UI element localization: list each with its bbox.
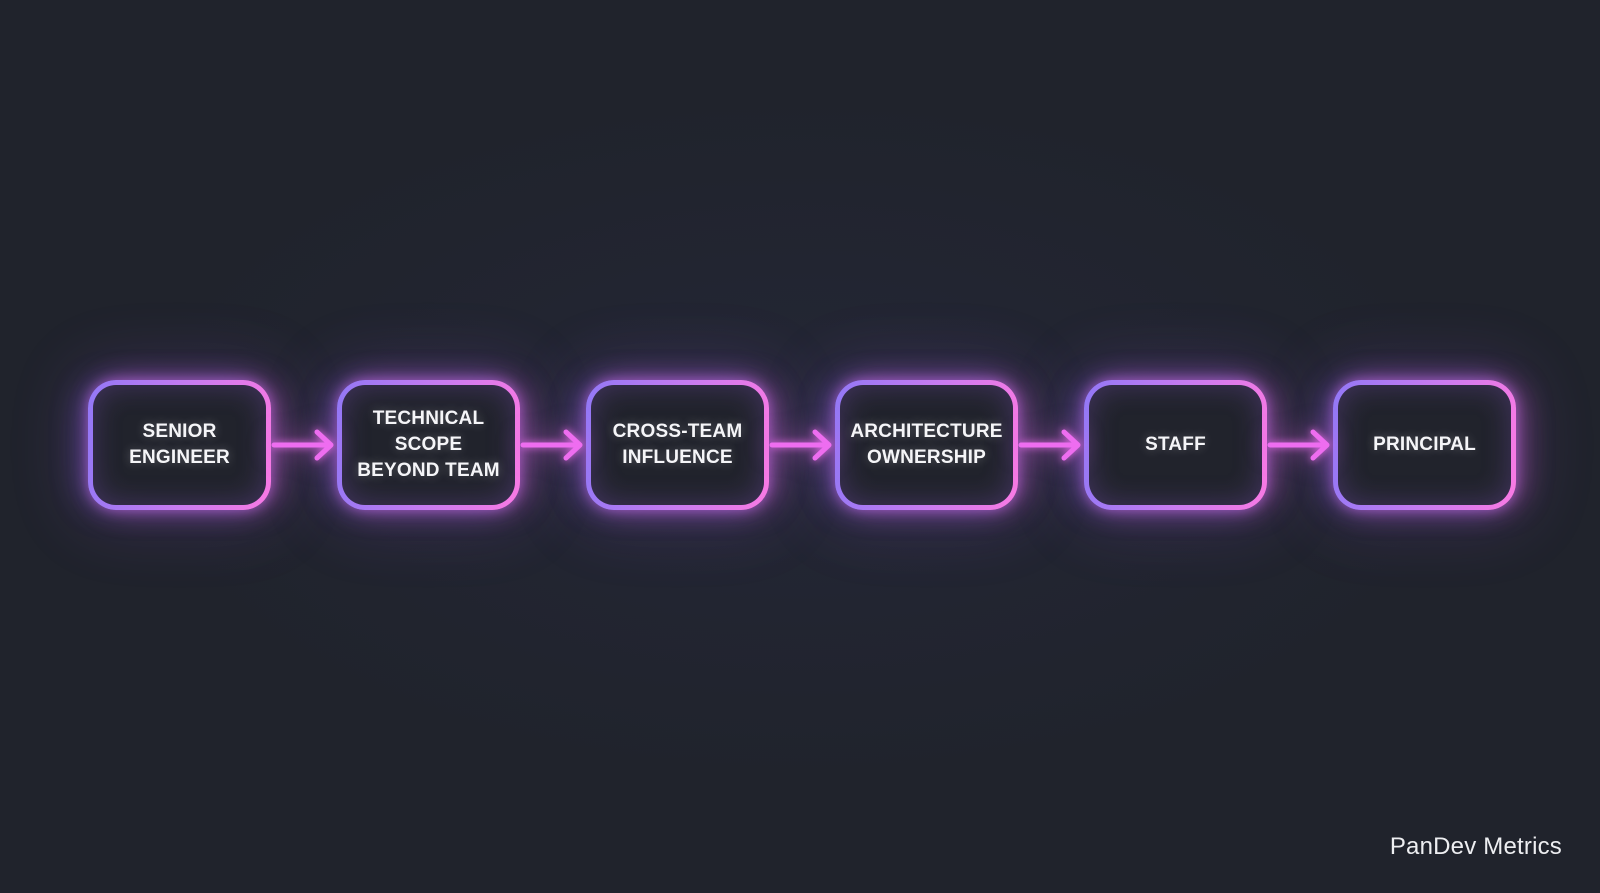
- arrow-right-icon: [1018, 429, 1081, 461]
- arrow-right-icon: [520, 429, 583, 461]
- arrow-right-icon: [1267, 429, 1330, 461]
- flow-node-label: PRINCIPAL: [1373, 434, 1476, 455]
- watermark-text: PanDev Metrics: [1389, 833, 1562, 860]
- flow-node-label: STAFF: [1145, 434, 1206, 455]
- flow-node-staff: STAFF: [1084, 380, 1267, 510]
- arrow-right-icon: [271, 429, 334, 461]
- flow-node-principal: PRINCIPAL: [1333, 380, 1516, 510]
- arrow-right-icon: [769, 429, 832, 461]
